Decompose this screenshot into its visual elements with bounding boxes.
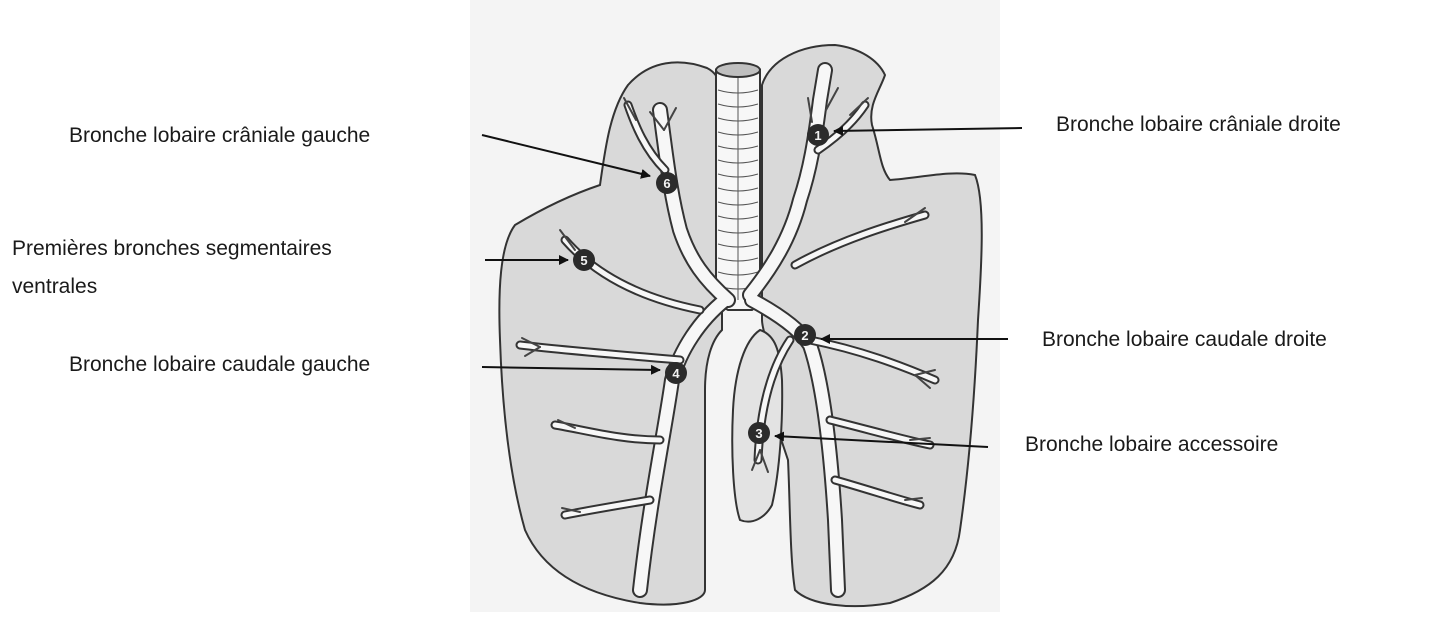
marker-1-text: 1 <box>814 128 821 143</box>
marker-4: 4 <box>665 362 687 384</box>
marker-6: 6 <box>656 172 678 194</box>
marker-5-text: 5 <box>580 253 587 268</box>
label-bronche-caudale-droite: Bronche lobaire caudale droite <box>1042 323 1327 357</box>
marker-6-text: 6 <box>663 176 670 191</box>
label-bronche-craniale-gauche: Bronche lobaire crâniale gauche <box>69 119 370 153</box>
marker-2: 2 <box>794 324 816 346</box>
marker-3: 3 <box>748 422 770 444</box>
label-bronche-caudale-gauche: Bronche lobaire caudale gauche <box>69 348 370 382</box>
marker-3-text: 3 <box>755 426 762 441</box>
label-premieres-bronches-segmentaires-line2: ventrales <box>12 270 97 304</box>
label-bronche-craniale-droite: Bronche lobaire crâniale droite <box>1056 108 1341 142</box>
trachea <box>716 63 760 310</box>
marker-4-text: 4 <box>672 366 680 381</box>
marker-5: 5 <box>573 249 595 271</box>
label-bronche-accessoire: Bronche lobaire accessoire <box>1025 428 1278 462</box>
label-premieres-bronches-segmentaires: Premières bronches segmentaires <box>12 232 332 266</box>
marker-1: 1 <box>807 124 829 146</box>
marker-2-text: 2 <box>801 328 808 343</box>
